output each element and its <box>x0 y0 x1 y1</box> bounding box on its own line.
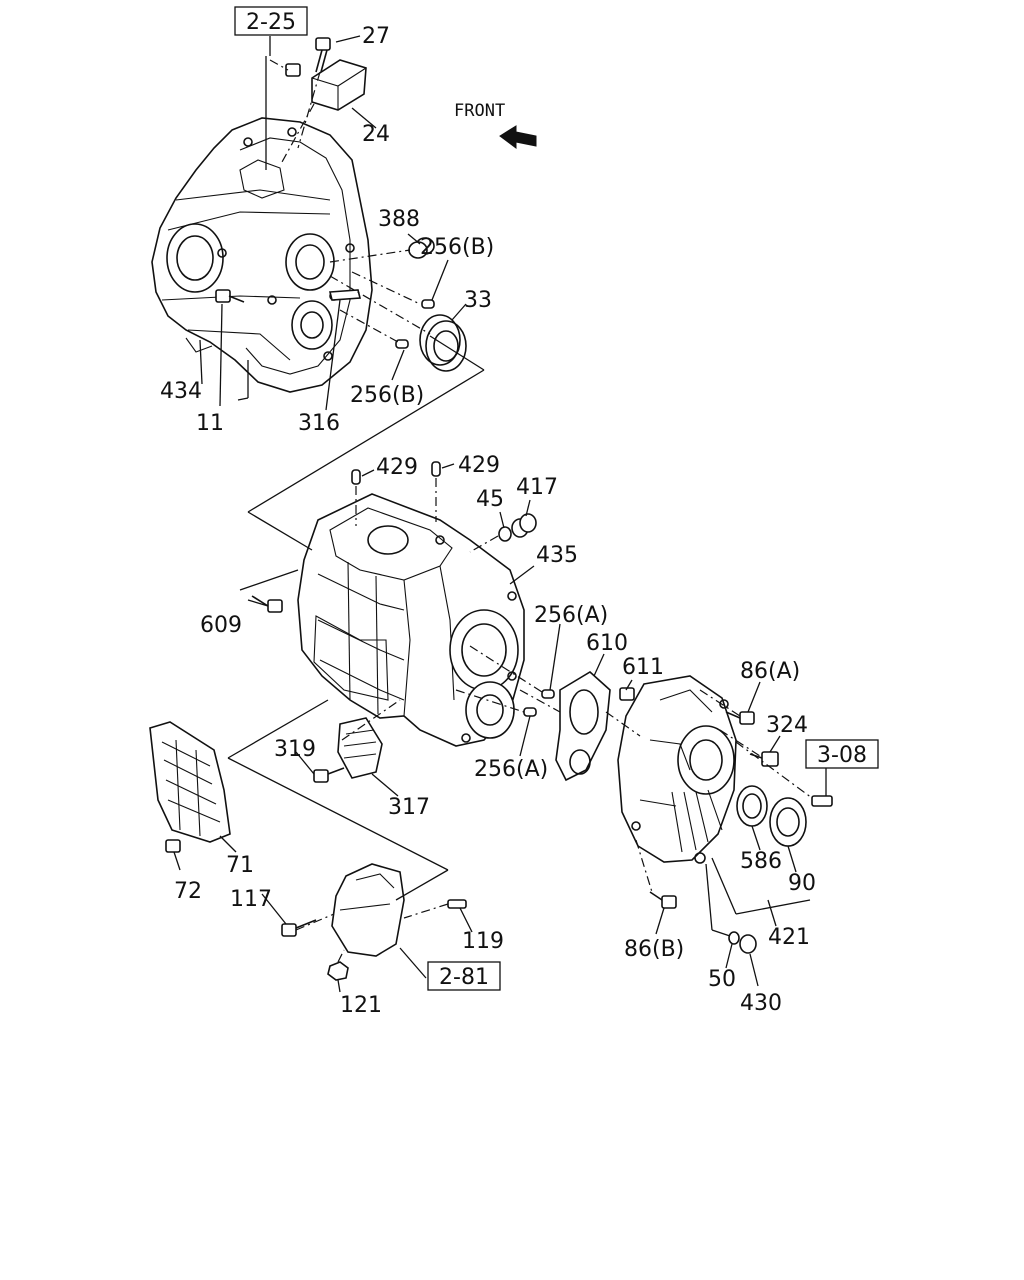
pin-256a-top-icon <box>541 689 555 699</box>
label-421: 421 <box>768 925 810 950</box>
label-434: 434 <box>160 379 202 404</box>
label-430: 430 <box>740 991 782 1016</box>
ref-box-2-25[interactable]: 2-25 <box>234 6 308 36</box>
label-388: 388 <box>378 207 420 232</box>
front-arrow-icon <box>499 125 537 149</box>
plate-317-icon <box>337 717 383 779</box>
label-610: 610 <box>586 631 628 656</box>
bolt-117-icon <box>281 919 317 937</box>
label-86a: 86(A) <box>740 659 800 684</box>
label-256b-bot: 256(B) <box>350 383 424 408</box>
stud-119-icon <box>447 899 467 909</box>
oring-45-icon <box>498 526 512 542</box>
pin-256a-bot-icon <box>523 707 537 717</box>
label-429a: 429 <box>376 455 418 480</box>
seal-586-icon <box>736 785 768 827</box>
label-117: 117 <box>230 887 272 912</box>
plug-430-icon <box>739 934 757 954</box>
label-611: 611 <box>622 655 664 680</box>
ref-box-3-08[interactable]: 3-08 <box>805 739 879 769</box>
label-71: 71 <box>226 853 254 878</box>
label-86b: 86(B) <box>624 937 684 962</box>
label-319: 319 <box>274 737 316 762</box>
pin-256b-top-icon <box>421 299 435 309</box>
label-609: 609 <box>200 613 242 638</box>
gasket-610-icon <box>555 671 611 782</box>
pin-429a-icon <box>351 469 361 485</box>
label-429b: 429 <box>458 453 500 478</box>
clutch-housing <box>151 117 373 393</box>
bolt-3-08-icon <box>811 795 833 807</box>
label-119: 119 <box>462 929 504 954</box>
label-324: 324 <box>766 713 808 738</box>
label-417: 417 <box>516 475 558 500</box>
bolt-609-icon <box>251 595 283 613</box>
pin-256b-bot-icon <box>395 339 409 349</box>
bolt-2-25-icon <box>285 63 301 77</box>
bolt-86a-icon <box>725 711 755 725</box>
ref-box-2-81[interactable]: 2-81 <box>427 961 501 991</box>
label-317: 317 <box>388 795 430 820</box>
ref-2-25-label: 2-25 <box>246 10 296 35</box>
cover-2-81-icon <box>331 863 405 957</box>
cover-24-icon <box>311 59 367 111</box>
label-90: 90 <box>788 871 816 896</box>
label-316: 316 <box>298 411 340 436</box>
rear-extension-housing <box>617 675 737 864</box>
label-256b-top: 256(B) <box>420 235 494 260</box>
key-316-icon <box>328 289 362 301</box>
bolt-86b-icon <box>649 891 677 909</box>
ref-2-81-label: 2-81 <box>439 965 489 990</box>
bolt-319-icon <box>313 767 345 783</box>
label-586: 586 <box>740 849 782 874</box>
label-121: 121 <box>340 993 382 1018</box>
bolt-72-icon <box>165 839 181 853</box>
label-256a-top: 256(A) <box>534 603 608 628</box>
part-labels: FRONT 27 24 388 256(B) 33 434 11 316 256… <box>160 24 816 1018</box>
nut-121-icon <box>327 961 349 981</box>
transmission-case <box>297 493 525 747</box>
plug-417-icon <box>511 513 537 538</box>
label-45: 45 <box>476 487 504 512</box>
oring-50-icon <box>728 931 740 945</box>
bolt-11-icon <box>215 289 245 303</box>
seal-90-icon <box>769 797 807 847</box>
cover-71-icon <box>149 721 231 843</box>
label-50: 50 <box>708 967 736 992</box>
label-435: 435 <box>536 543 578 568</box>
label-33: 33 <box>464 288 492 313</box>
front-label: FRONT <box>454 101 505 121</box>
bolt-27-icon <box>315 37 331 73</box>
pin-429b-icon <box>431 461 441 477</box>
switch-324-icon <box>749 751 779 767</box>
bolt-611-icon <box>619 687 635 701</box>
label-72: 72 <box>174 879 202 904</box>
seal-33-icon <box>419 314 467 372</box>
ref-3-08-label: 3-08 <box>817 743 867 768</box>
bushing-388-icon <box>408 237 435 259</box>
label-24: 24 <box>362 122 390 147</box>
leader-lines <box>173 35 827 993</box>
label-27: 27 <box>362 24 390 49</box>
label-11: 11 <box>196 411 224 436</box>
label-256a-bot: 256(A) <box>474 757 548 782</box>
